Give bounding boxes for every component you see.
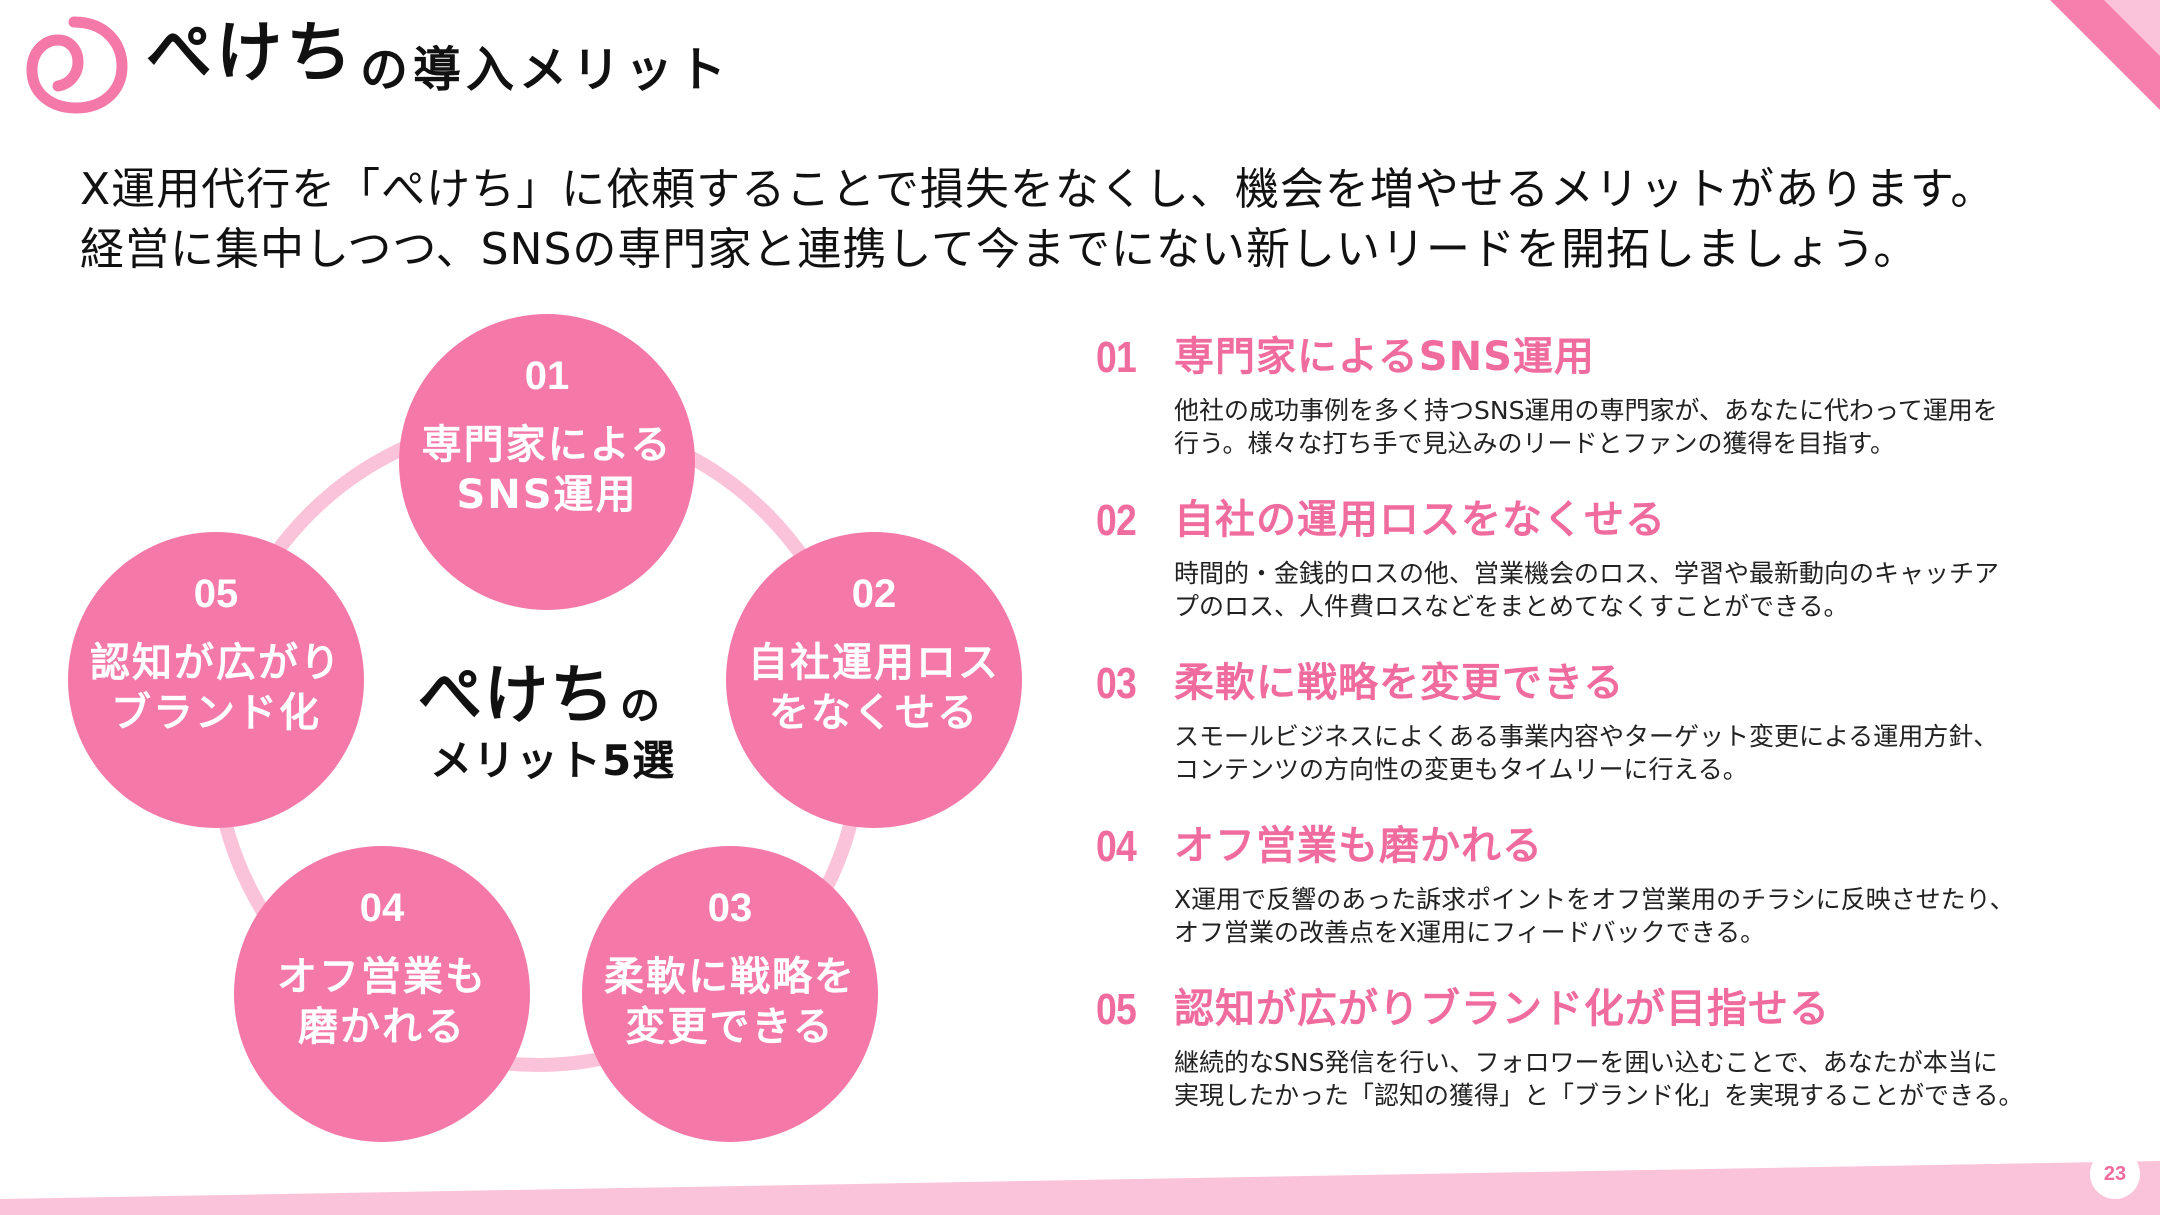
benefit-number: 04 xyxy=(1096,822,1137,871)
circle-label: 認知が広がり ブランド化 xyxy=(90,640,342,736)
benefit-item-04: 04 オフ営業も磨かれる X運用で反響のあった訴求ポイントをオフ営業用のチラシに… xyxy=(1096,821,2136,984)
benefit-title: 専門家によるSNS運用 xyxy=(1174,334,1595,380)
benefit-description: 継続的なSNS発信を行い、フォロワーを囲い込むことで、あなたが本当に 実現したか… xyxy=(1174,1048,2024,1110)
benefit-description: スモールビジネスによくある事業内容やターゲット変更による運用方針、 コンテンツの… xyxy=(1174,722,1999,784)
circle-number: 03 xyxy=(707,886,753,930)
circle-label: 専門家による SNS運用 xyxy=(421,422,673,518)
benefit-circle-02: 02 自社運用ロス をなくせる xyxy=(726,532,1022,828)
benefit-item-05: 05 認知が広がりブランド化が目指せる 継続的なSNS発信を行い、フォロワーを囲… xyxy=(1096,984,2136,1147)
circle-number: 05 xyxy=(193,572,239,616)
benefit-circle-03: 03 柔軟に戦略を 変更できる xyxy=(582,846,878,1142)
circle-label: 自社運用ロス をなくせる xyxy=(748,640,1000,736)
circle-number: 02 xyxy=(851,572,897,616)
center-subtitle: メリット5選 xyxy=(430,736,676,785)
intro-line-2: 経営に集中しつつ、SNSの専門家と連携して今までにない新しいリードを開拓しましょ… xyxy=(80,224,1919,275)
benefit-title: 認知が広がりブランド化が目指せる xyxy=(1174,986,1830,1032)
bottom-band xyxy=(0,1161,2160,1215)
intro-line-1: X運用代行を「ぺけち」に依頼することで損失をなくし、機会を増やせるメリットがあり… xyxy=(80,164,1996,215)
benefit-description: X運用で反響のあった訴求ポイントをオフ営業用のチラシに反映させたり、 オフ営業の… xyxy=(1174,885,2015,947)
benefit-number: 05 xyxy=(1096,985,1137,1034)
benefit-number: 01 xyxy=(1096,333,1137,382)
benefit-circle-05: 05 認知が広がり ブランド化 xyxy=(68,532,364,828)
circle-number: 04 xyxy=(359,886,405,930)
pekechi-logo-icon xyxy=(26,16,128,114)
benefit-title: 柔軟に戦略を変更できる xyxy=(1174,660,1625,706)
center-particle: の xyxy=(620,683,660,729)
logo-wordmark: ぺけち xyxy=(146,14,356,91)
benefit-item-01: 01 専門家によるSNS運用 他社の成功事例を多く持つSNS運用の専門家が、あな… xyxy=(1096,332,2136,495)
circle-number: 01 xyxy=(524,354,570,398)
benefit-title: オフ営業も磨かれる xyxy=(1174,823,1543,869)
benefit-number: 02 xyxy=(1096,496,1137,545)
circle-label: オフ営業も 磨かれる xyxy=(277,954,487,1050)
center-logo-word: ぺけち xyxy=(418,659,616,733)
benefits-list: 01 専門家によるSNS運用 他社の成功事例を多く持つSNS運用の専門家が、あな… xyxy=(1096,332,2136,1147)
page-title: の導入メリット xyxy=(360,42,732,98)
benefit-number: 03 xyxy=(1096,659,1137,708)
page-number: 23 xyxy=(2090,1149,2140,1199)
benefit-description: 他社の成功事例を多く持つSNS運用の専門家が、あなたに代わって運用を 行う。様々… xyxy=(1174,396,1998,458)
intro-text: X運用代行を「ぺけち」に依頼することで損失をなくし、機会を増やせるメリットがあり… xyxy=(80,160,1995,280)
corner-decoration-inner xyxy=(2104,0,2160,56)
benefit-circle-01: 01 専門家による SNS運用 xyxy=(399,314,695,610)
benefit-description: 時間的・金銭的ロスの他、営業機会のロス、学習や最新動向のキャッチア プのロス、人… xyxy=(1174,559,2000,621)
benefit-title: 自社の運用ロスをなくせる xyxy=(1174,497,1666,543)
benefit-item-03: 03 柔軟に戦略を変更できる スモールビジネスによくある事業内容やターゲット変更… xyxy=(1096,658,2136,821)
benefit-circle-04: 04 オフ営業も 磨かれる xyxy=(234,846,530,1142)
benefit-item-02: 02 自社の運用ロスをなくせる 時間的・金銭的ロスの他、営業機会のロス、学習や最… xyxy=(1096,495,2136,658)
circle-label: 柔軟に戦略を 変更できる xyxy=(604,954,856,1050)
